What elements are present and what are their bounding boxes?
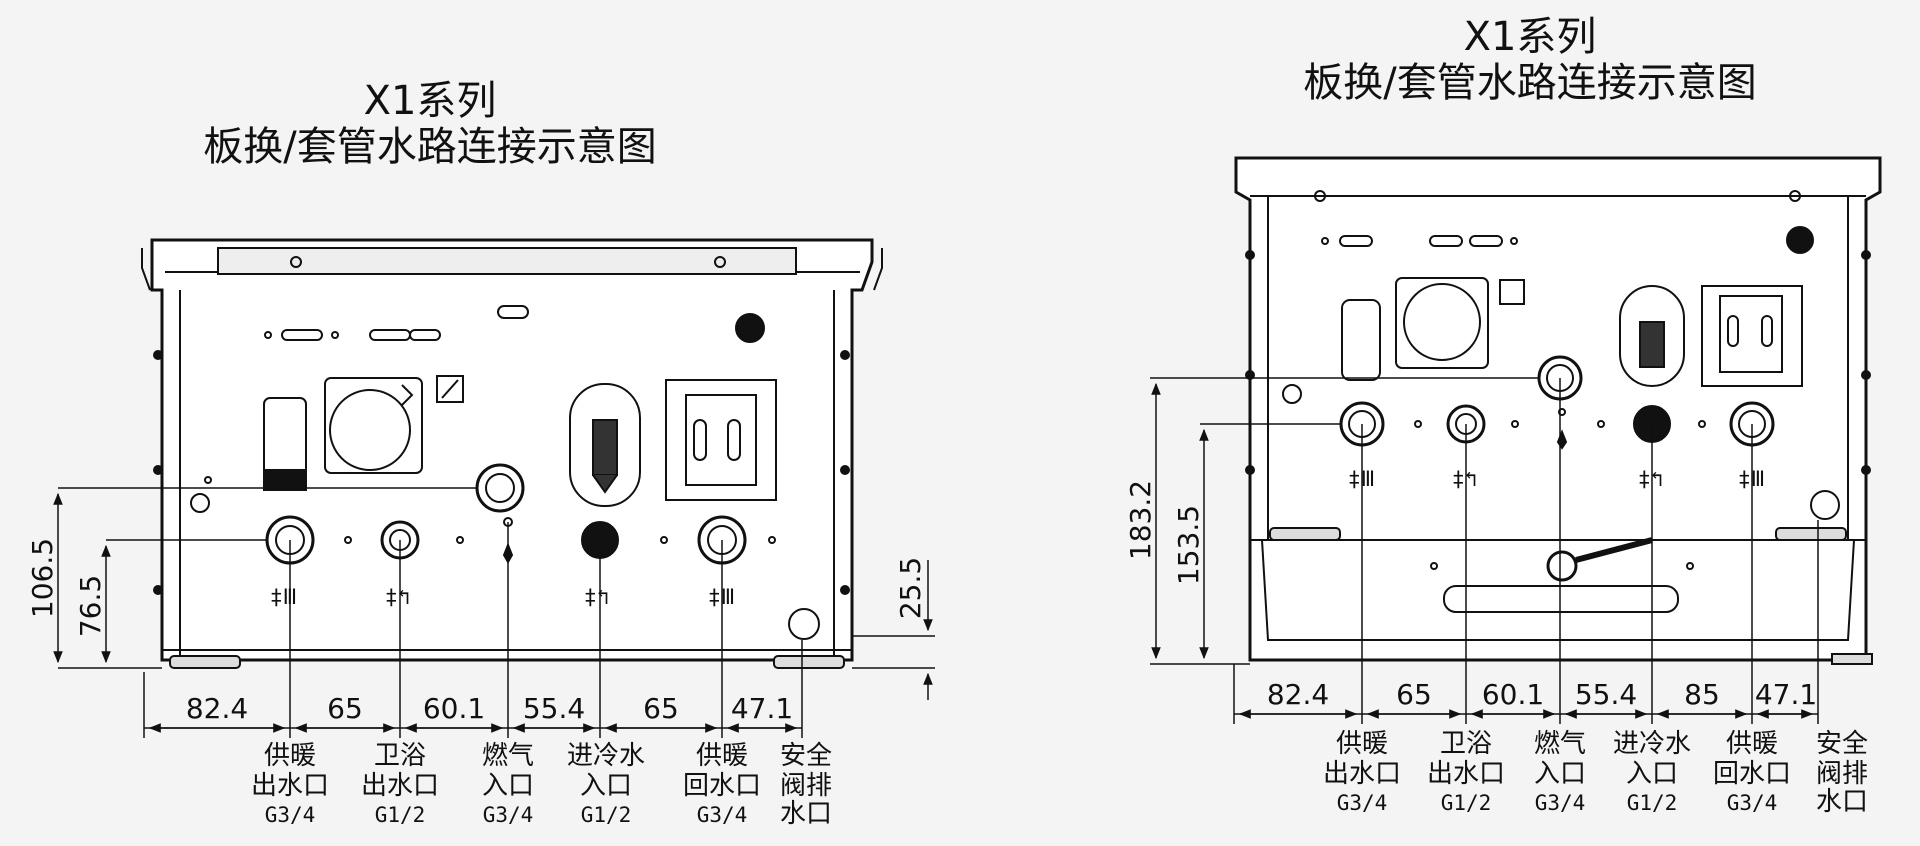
left-label-1-line3: G3/4 bbox=[265, 803, 316, 827]
left-label-6-line2: 阀排 bbox=[780, 771, 832, 801]
left-label-2-line2: 出水口 bbox=[361, 771, 439, 801]
right-width-6: 47.1 bbox=[1755, 678, 1817, 711]
left-width-3: 60.1 bbox=[423, 692, 485, 725]
left-label-4-line2: 入口 bbox=[580, 771, 632, 801]
right-label-1-line3: G3/4 bbox=[1337, 791, 1388, 815]
right-label-2-line1: 卫浴 bbox=[1440, 729, 1492, 759]
left-width-1: 82.4 bbox=[186, 692, 248, 725]
right-label-2-line3: G1/2 bbox=[1441, 791, 1492, 815]
left-label-5-line1: 供暖 bbox=[696, 741, 748, 771]
right-height-dimensions: 183.2 153.5 bbox=[1124, 480, 1205, 585]
left-title: X1系列 板换/套管水路连接示意图 bbox=[180, 78, 680, 170]
right-width-3: 60.1 bbox=[1482, 678, 1544, 711]
left-label-4-line3: G1/2 bbox=[581, 803, 632, 827]
right-title-line1: X1系列 bbox=[1463, 14, 1597, 60]
right-title-line2: 板换/套管水路连接示意图 bbox=[1303, 60, 1757, 106]
left-height-3: 25.5 bbox=[894, 557, 927, 619]
right-title: X1系列 板换/套管水路连接示意图 bbox=[1250, 14, 1810, 106]
left-label-5-line2: 回水口 bbox=[683, 771, 761, 801]
right-width-dimensions: 82.4 65 60.1 55.4 85 47.1 bbox=[1267, 678, 1817, 711]
right-label-3-line3: G3/4 bbox=[1535, 791, 1586, 815]
right-boiler-outline bbox=[1234, 156, 1882, 665]
right-label-5-line2: 回水口 bbox=[1713, 759, 1791, 789]
right-label-6-line3: 水口 bbox=[1816, 787, 1868, 817]
right-label-5-line3: G3/4 bbox=[1727, 791, 1778, 815]
left-height-1: 106.5 bbox=[26, 538, 59, 618]
svg-text:‡Ⅲ: ‡Ⅲ bbox=[270, 585, 297, 609]
right-width-5: 85 bbox=[1684, 678, 1720, 711]
left-title-line2: 板换/套管水路连接示意图 bbox=[203, 124, 657, 170]
left-label-2-line3: G1/2 bbox=[375, 803, 426, 827]
right-label-4-line3: G1/2 bbox=[1627, 791, 1678, 815]
left-label-2-line1: 卫浴 bbox=[374, 741, 426, 771]
right-width-4: 55.4 bbox=[1575, 678, 1637, 711]
left-width-dimensions: 82.4 65 60.1 55.4 65 47.1 bbox=[186, 692, 793, 725]
left-label-1-line2: 出水口 bbox=[251, 771, 329, 801]
svg-text:‡↰: ‡↰ bbox=[385, 585, 410, 609]
right-height-2: 153.5 bbox=[1172, 505, 1205, 585]
right-label-2-line2: 出水口 bbox=[1427, 759, 1505, 789]
right-label-6-line1: 安全 bbox=[1816, 729, 1868, 759]
left-height-2: 76.5 bbox=[74, 575, 107, 637]
right-label-5-line1: 供暖 bbox=[1726, 729, 1778, 759]
left-label-3-line3: G3/4 bbox=[483, 803, 534, 827]
left-dimension-lines bbox=[53, 487, 935, 738]
right-label-4-line1: 进冷水 bbox=[1613, 729, 1691, 759]
right-label-3-line2: 入口 bbox=[1534, 759, 1586, 789]
left-label-3-line2: 入口 bbox=[482, 771, 534, 801]
left-width-4: 55.4 bbox=[523, 692, 585, 725]
left-label-6-line1: 安全 bbox=[780, 741, 832, 771]
right-label-3-line1: 燃气 bbox=[1534, 729, 1586, 759]
left-width-6: 47.1 bbox=[731, 692, 793, 725]
right-port-labels: 供暖 出水口 G3/4 卫浴 出水口 G1/2 燃气 入口 G3/4 进冷水 入… bbox=[1323, 729, 1868, 817]
right-width-1: 82.4 bbox=[1267, 678, 1329, 711]
left-label-4-line1: 进冷水 bbox=[567, 741, 645, 771]
svg-text:‡↰: ‡↰ bbox=[1452, 467, 1477, 491]
left-label-3-line1: 燃气 bbox=[482, 741, 534, 771]
left-width-5: 65 bbox=[643, 692, 679, 725]
left-label-6-line3: 水口 bbox=[780, 799, 832, 829]
right-dimension-lines bbox=[1150, 377, 1819, 724]
svg-text:‡↰: ‡↰ bbox=[584, 585, 609, 609]
left-title-line1: X1系列 bbox=[363, 78, 497, 124]
right-width-2: 65 bbox=[1396, 678, 1432, 711]
left-label-5-line3: G3/4 bbox=[697, 803, 748, 827]
left-label-1-line1: 供暖 bbox=[264, 741, 316, 771]
left-boiler-outline bbox=[141, 238, 883, 669]
right-height-1: 183.2 bbox=[1124, 480, 1157, 560]
right-label-1-line1: 供暖 bbox=[1336, 729, 1388, 759]
right-label-1-line2: 出水口 bbox=[1323, 759, 1401, 789]
left-port-labels: 供暖 出水口 G3/4 卫浴 出水口 G1/2 燃气 入口 G3/4 进冷水 入… bbox=[251, 741, 832, 829]
left-width-2: 65 bbox=[327, 692, 363, 725]
right-label-4-line2: 入口 bbox=[1626, 759, 1678, 789]
right-label-6-line2: 阀排 bbox=[1816, 759, 1868, 789]
left-height-dimensions: 106.5 76.5 25.5 bbox=[26, 538, 927, 637]
svg-text:‡↰: ‡↰ bbox=[1638, 467, 1663, 491]
